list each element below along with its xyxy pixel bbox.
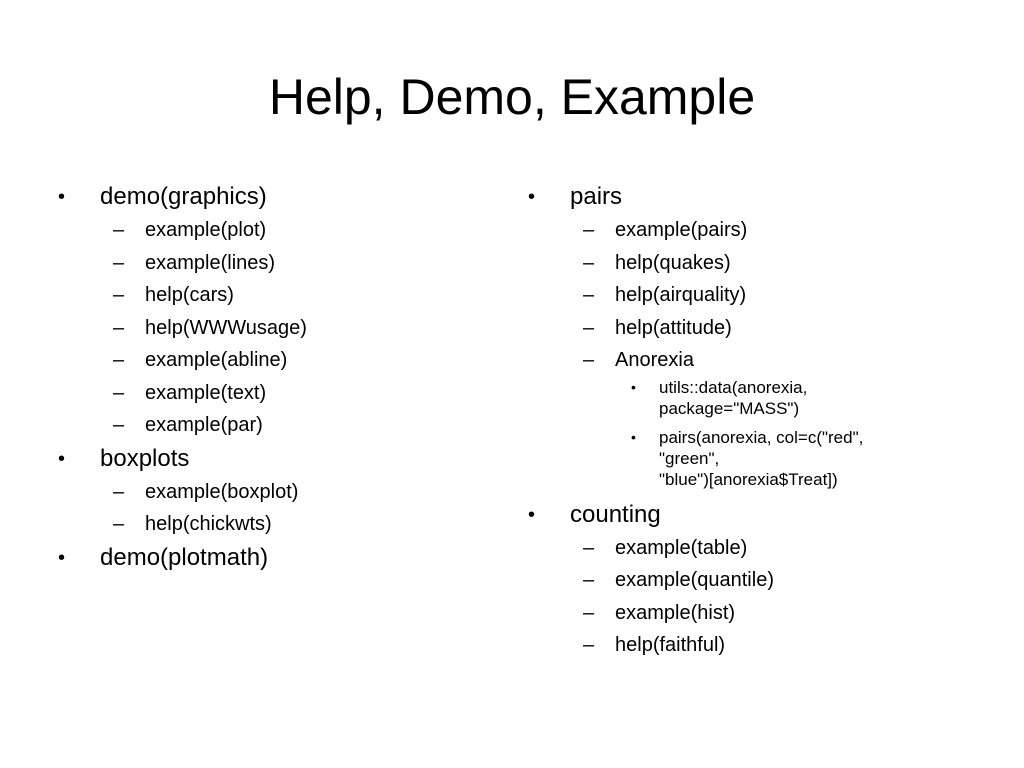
list-item-label: counting [570, 500, 661, 528]
sub-item: –Anorexia [528, 344, 968, 377]
dash-icon: – [113, 316, 125, 339]
dash-icon: – [583, 251, 595, 274]
dash-icon: – [113, 251, 125, 274]
sub-item: –example(lines) [58, 247, 478, 280]
dash-icon: – [113, 349, 125, 371]
dash-icon: – [113, 480, 125, 503]
list-item: • demo(plotmath) [58, 541, 478, 575]
sub-item-label: Anorexia [615, 349, 694, 371]
sub-item-label: help(chickwts) [145, 513, 272, 535]
dash-icon: – [583, 601, 595, 624]
sub-sub-item: • pairs(anorexia, col=c("red", "green", "… [528, 427, 968, 490]
dash-icon: – [583, 536, 595, 559]
sub-item: –example(pairs) [528, 214, 968, 247]
left-column: • demo(graphics) –example(plot) –example… [58, 180, 478, 575]
sub-item-label: example(plot) [145, 219, 267, 241]
dash-icon: – [583, 569, 595, 591]
sub-item: –help(chickwts) [58, 508, 478, 541]
bullet-icon: • [58, 447, 66, 470]
list-item-label: pairs [570, 183, 623, 210]
dash-icon: – [583, 219, 595, 241]
dash-icon: – [583, 349, 595, 371]
sub-item-label: example(par) [145, 414, 263, 436]
slide-title: Help, Demo, Example [268, 69, 756, 125]
sub-item-label: example(quantile) [615, 569, 774, 591]
bullet-icon: • [528, 186, 536, 208]
dash-icon: – [583, 316, 595, 339]
list-item: • boxplots [58, 442, 478, 476]
sub-item-label: example(lines) [145, 251, 276, 274]
sub-sub-item-label: pairs(anorexia, col=c("red", "green", "b… [659, 427, 864, 489]
sub-item-label: example(hist) [615, 601, 736, 624]
dash-icon: – [583, 634, 595, 656]
bullet-icon: • [528, 503, 536, 526]
bullet-icon: • [631, 378, 636, 395]
list-item: • pairs [528, 180, 968, 214]
sub-item: –help(WWWusage) [58, 312, 478, 345]
sub-item: –example(abline) [58, 344, 478, 377]
sub-item: –example(text) [58, 377, 478, 410]
right-column: • pairs –example(pairs) –help(quakes) –h… [528, 180, 968, 662]
list-item: • counting [528, 498, 968, 532]
list-item-label: boxplots [100, 444, 190, 472]
sub-sub-item-label: utils::data(anorexia, package="MASS") [659, 377, 808, 418]
sub-item-label: help(WWWusage) [145, 316, 307, 339]
sub-item-label: example(pairs) [615, 219, 748, 241]
sub-item: –help(cars) [58, 279, 478, 312]
dash-icon: – [583, 284, 595, 306]
sub-item: –example(hist) [528, 597, 968, 630]
bullet-icon: • [58, 546, 66, 569]
sub-item-label: help(airquality) [615, 284, 747, 306]
sub-item: –example(par) [58, 409, 478, 442]
sub-item-label: example(text) [145, 381, 267, 404]
sub-item-label: help(quakes) [615, 251, 731, 274]
sub-item-label: help(cars) [145, 284, 234, 306]
list-item-label: demo(plotmath) [100, 543, 269, 571]
bullet-icon: • [58, 186, 66, 208]
dash-icon: – [113, 381, 125, 404]
list-item: • demo(graphics) [58, 180, 478, 214]
dash-icon: – [113, 513, 125, 535]
list-item-label: demo(graphics) [100, 183, 267, 210]
sub-item: –example(quantile) [528, 564, 968, 597]
sub-sub-item: • utils::data(anorexia, package="MASS") [528, 377, 968, 419]
sub-item: –help(quakes) [528, 247, 968, 280]
dash-icon: – [113, 219, 125, 241]
dash-icon: – [113, 284, 125, 306]
sub-item: –example(boxplot) [58, 476, 478, 509]
sub-item: –example(table) [528, 532, 968, 565]
dash-icon: – [113, 414, 125, 436]
sub-item-label: help(faithful) [615, 634, 726, 656]
sub-item-label: example(abline) [145, 349, 288, 371]
sub-item: –example(plot) [58, 214, 478, 247]
sub-item-label: help(attitude) [615, 316, 732, 339]
sub-item-label: example(table) [615, 536, 748, 559]
bullet-icon: • [631, 428, 636, 445]
sub-item-label: example(boxplot) [145, 480, 299, 503]
sub-item: –help(airquality) [528, 279, 968, 312]
sub-item: –help(attitude) [528, 312, 968, 345]
sub-item: –help(faithful) [528, 629, 968, 662]
